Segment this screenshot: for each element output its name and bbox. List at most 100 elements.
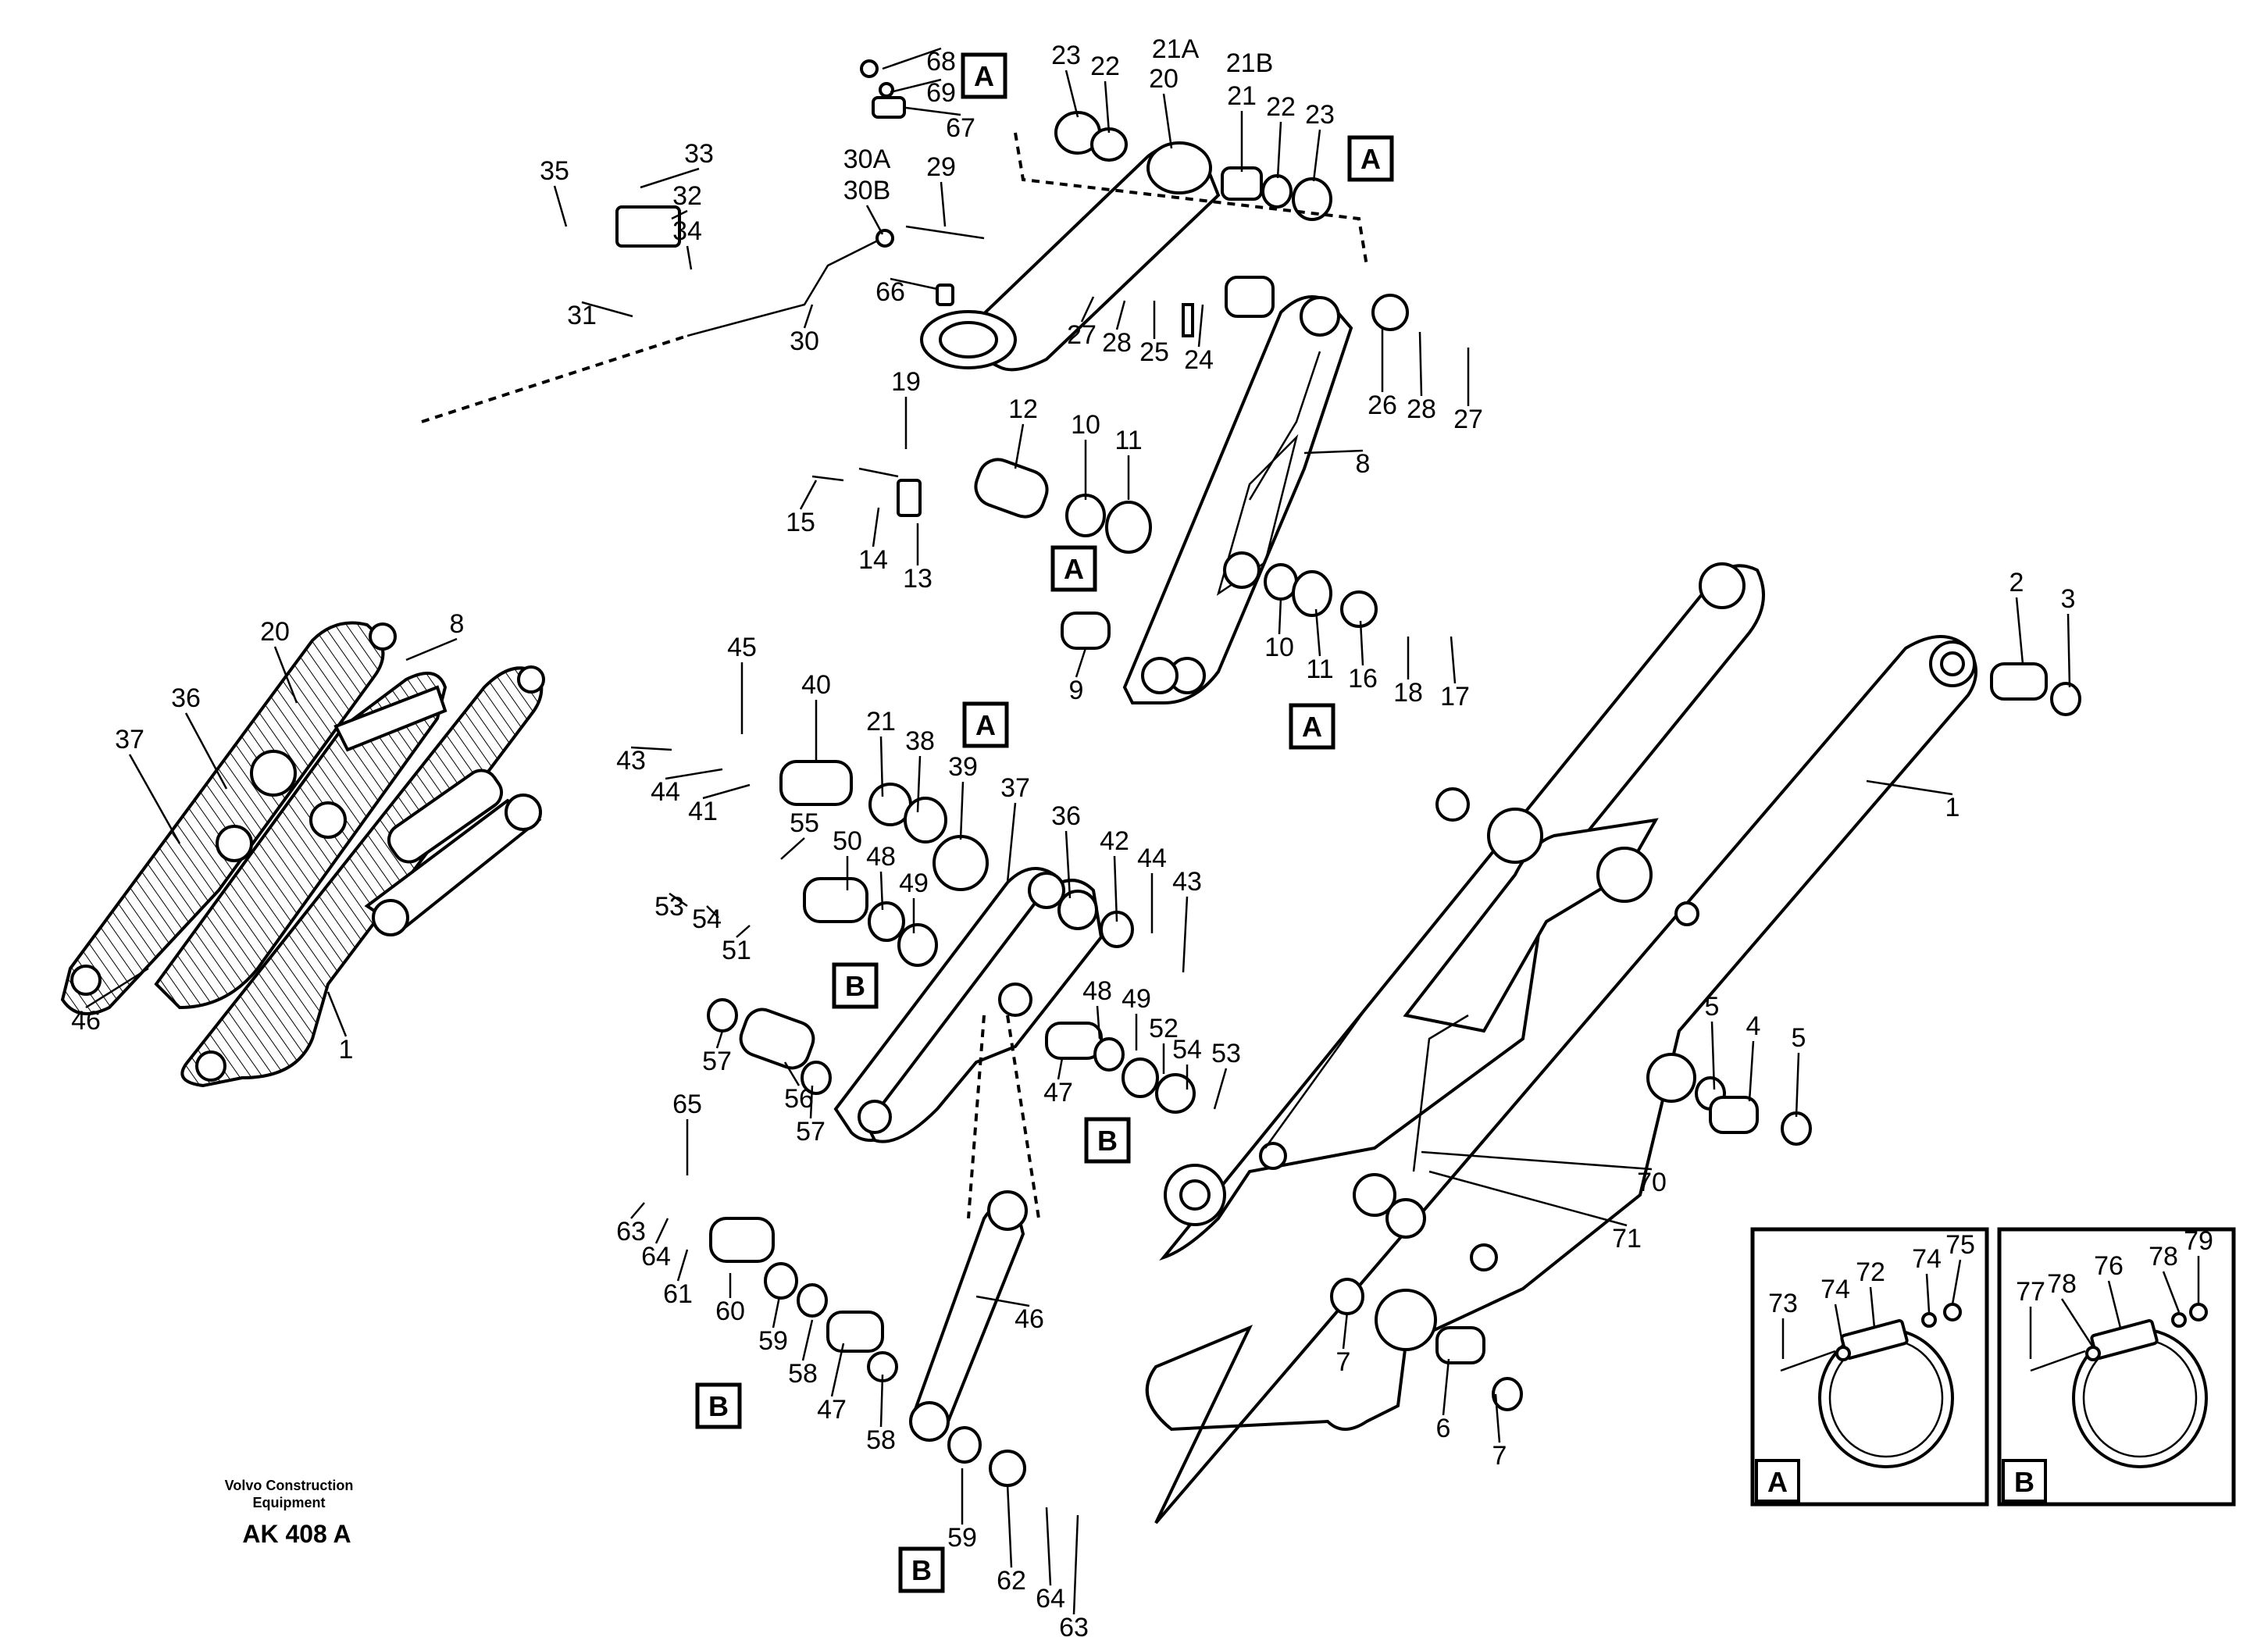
leader-line [184, 712, 228, 790]
leader-line [405, 637, 458, 662]
leader-line [879, 1374, 884, 1428]
leader-line [1045, 1507, 1052, 1586]
callout-64: 64 [641, 1242, 671, 1271]
callout-20: 20 [1149, 64, 1179, 94]
leader-line [640, 167, 700, 189]
callout-38: 38 [905, 726, 935, 756]
callout-22: 22 [1090, 52, 1120, 81]
leader-line [830, 1343, 845, 1397]
leader-line [1213, 1068, 1228, 1110]
leader-line [2060, 1298, 2095, 1348]
callout-69: 69 [926, 78, 956, 108]
callout-44: 44 [651, 777, 680, 807]
ref-tag-letter: B [1097, 1125, 1118, 1157]
leader-line [1115, 300, 1126, 330]
leader-line [654, 1218, 669, 1244]
callout-39: 39 [948, 752, 978, 782]
callout-2: 2 [2009, 568, 2024, 597]
detail-b-tag: B [2014, 1466, 2034, 1498]
callout-27: 27 [1453, 405, 1483, 434]
detail-box-b [1997, 1227, 2236, 1507]
callout-58: 58 [866, 1425, 896, 1455]
leader-line [1795, 1052, 1800, 1118]
callout-15: 15 [786, 508, 815, 537]
callout-12: 12 [1008, 394, 1038, 424]
leader-line [772, 1296, 781, 1329]
callout-66: 66 [875, 277, 905, 307]
callout-16: 16 [1348, 664, 1378, 694]
callout-78: 78 [2047, 1269, 2077, 1299]
leader-line [780, 837, 805, 860]
leader-line [879, 871, 884, 911]
leader-line [1421, 1150, 1653, 1171]
leader-line [803, 304, 814, 329]
callout-19: 19 [891, 367, 921, 397]
leader-line [801, 1319, 814, 1361]
callout-18: 18 [1393, 678, 1423, 708]
ref-tag-a: A [1050, 545, 1097, 592]
callout-72: 72 [1856, 1257, 1885, 1287]
leader-line [706, 905, 719, 918]
ref-tag-b: B [898, 1546, 945, 1593]
leader-line [1075, 647, 1087, 678]
callout-10: 10 [1071, 410, 1100, 440]
leader-line [1064, 70, 1079, 118]
leader-line [1303, 449, 1364, 455]
leader-line [1442, 1358, 1450, 1416]
callout-65: 65 [672, 1090, 702, 1119]
callout-28: 28 [1102, 328, 1132, 358]
leader-line [940, 181, 947, 227]
leader-line [1342, 1311, 1349, 1350]
callout-7: 7 [1336, 1347, 1351, 1377]
leader-line [715, 1030, 724, 1049]
leader-line [1312, 129, 1321, 182]
callout-55: 55 [790, 808, 819, 838]
leader-line [702, 783, 751, 800]
callout-30b: 30B [843, 176, 891, 205]
callout-21a: 21A [1152, 34, 1200, 64]
callout-68: 68 [926, 47, 956, 77]
ref-tag-letter: B [911, 1554, 932, 1586]
callout-27: 27 [1067, 320, 1097, 350]
callout-28: 28 [1407, 394, 1436, 424]
callout-45: 45 [727, 633, 757, 662]
leader-line [1096, 1005, 1101, 1040]
footer-code: AK 408 A [242, 1520, 351, 1548]
callout-11: 11 [1306, 654, 1333, 684]
ref-tag-b: B [1084, 1117, 1131, 1164]
leader-line [630, 1202, 645, 1219]
callout-70: 70 [1637, 1168, 1667, 1197]
callout-64: 64 [1036, 1584, 1065, 1614]
callout-8: 8 [450, 609, 465, 639]
callout-58: 58 [788, 1359, 818, 1389]
leader-line [2015, 597, 2024, 665]
callout-79: 79 [2184, 1226, 2213, 1256]
callout-35: 35 [540, 156, 569, 186]
leader-line [326, 991, 348, 1037]
leader-line [2067, 613, 2071, 688]
leader-line [1276, 121, 1282, 179]
ref-tag-letter: B [845, 970, 865, 1002]
leader-lines [85, 47, 2200, 1615]
lube-line [421, 205, 985, 423]
callout-61: 61 [663, 1279, 693, 1309]
callout-74: 74 [1820, 1275, 1850, 1304]
leader-line [273, 646, 298, 704]
callout-57: 57 [702, 1047, 732, 1076]
callout-73: 73 [1768, 1289, 1798, 1318]
callout-49: 49 [1122, 984, 1151, 1014]
leader-line [1080, 296, 1095, 323]
leader-line [1450, 636, 1457, 684]
leader-line [2107, 1280, 2122, 1329]
lower-link [833, 867, 1104, 1219]
ref-tag-a: A [961, 52, 1007, 99]
callout-24: 24 [1184, 345, 1214, 375]
callout-37: 37 [115, 725, 144, 754]
leader-line [865, 205, 884, 235]
callout-40: 40 [801, 670, 831, 700]
callout-56: 56 [784, 1084, 814, 1114]
leader-line [581, 301, 633, 318]
callout-44: 44 [1137, 843, 1167, 873]
ref-tag-b: B [695, 1382, 742, 1429]
